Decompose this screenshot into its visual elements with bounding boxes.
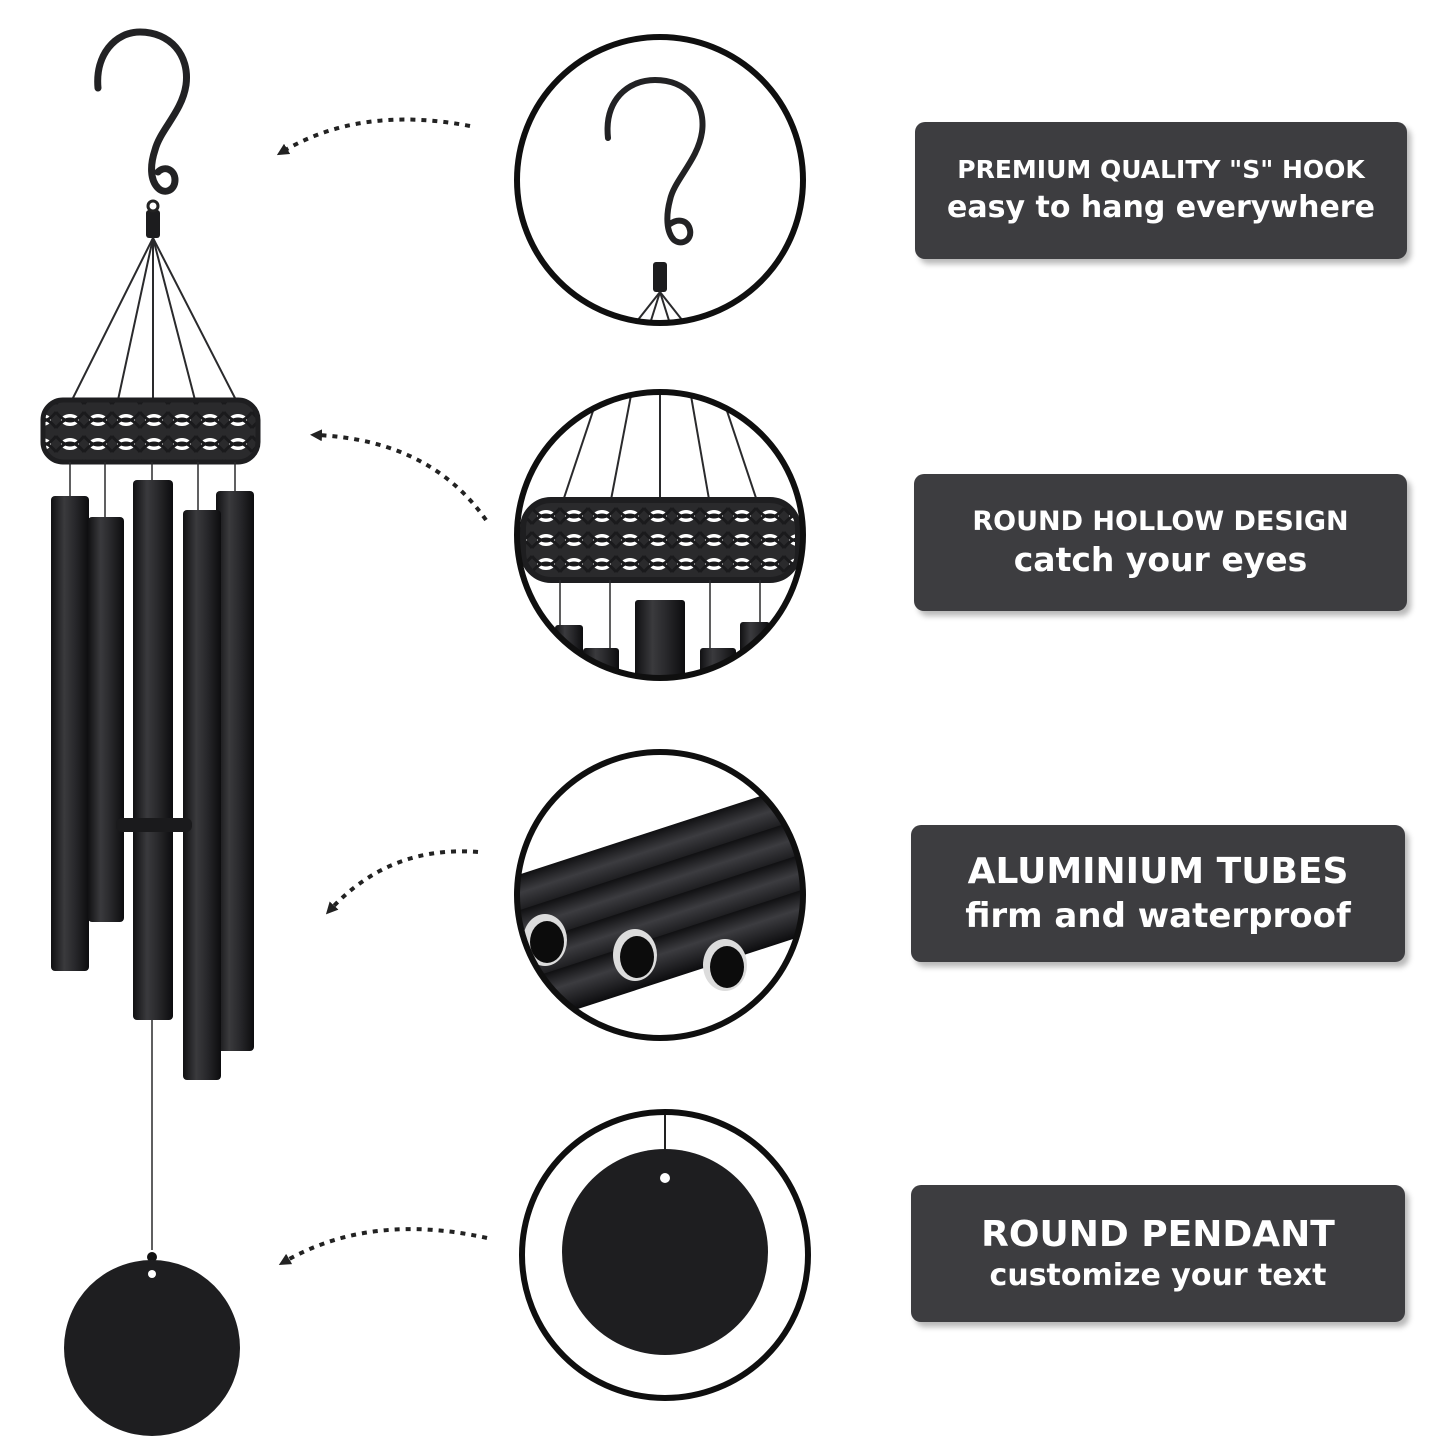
s-hook xyxy=(94,28,190,195)
feature-title: PREMIUM QUALITY "S" HOOK xyxy=(957,154,1365,184)
feature-title: ROUND PENDANT xyxy=(981,1213,1335,1255)
feature-subtitle: catch your eyes xyxy=(1013,540,1308,580)
suspension-strings xyxy=(71,237,237,401)
feature-title: ALUMINIUM TUBES xyxy=(967,851,1349,893)
wind-chime xyxy=(40,28,261,1436)
pointer-arrows xyxy=(276,117,488,1266)
feature-label-hook: PREMIUM QUALITY "S" HOOK easy to hang ev… xyxy=(915,122,1407,259)
tube-ends xyxy=(523,914,747,991)
detail-circle-tubes xyxy=(514,749,806,1041)
feature-label-ring: ROUND HOLLOW DESIGN catch your eyes xyxy=(914,474,1407,611)
feature-title: ROUND HOLLOW DESIGN xyxy=(972,506,1349,537)
hollow-ring xyxy=(40,397,261,465)
detail-circle-pendant xyxy=(519,1109,811,1401)
arrow-ring xyxy=(310,429,488,522)
detail-circle-ring xyxy=(514,389,806,681)
arrow-tubes xyxy=(325,849,479,915)
feature-label-pendant: ROUND PENDANT customize your text xyxy=(911,1185,1405,1322)
feature-label-tubes: ALUMINIUM TUBES firm and waterproof xyxy=(911,825,1405,962)
round-pendant xyxy=(64,1260,240,1436)
detail-circle-hook xyxy=(514,34,806,326)
swivel xyxy=(146,210,160,238)
feature-subtitle: easy to hang everywhere xyxy=(947,189,1375,225)
feature-subtitle: customize your text xyxy=(989,1257,1327,1293)
arrow-hook xyxy=(276,117,471,156)
aluminium-tubes xyxy=(51,480,254,1080)
feature-subtitle: firm and waterproof xyxy=(965,895,1351,936)
arrow-pendant xyxy=(278,1227,488,1266)
